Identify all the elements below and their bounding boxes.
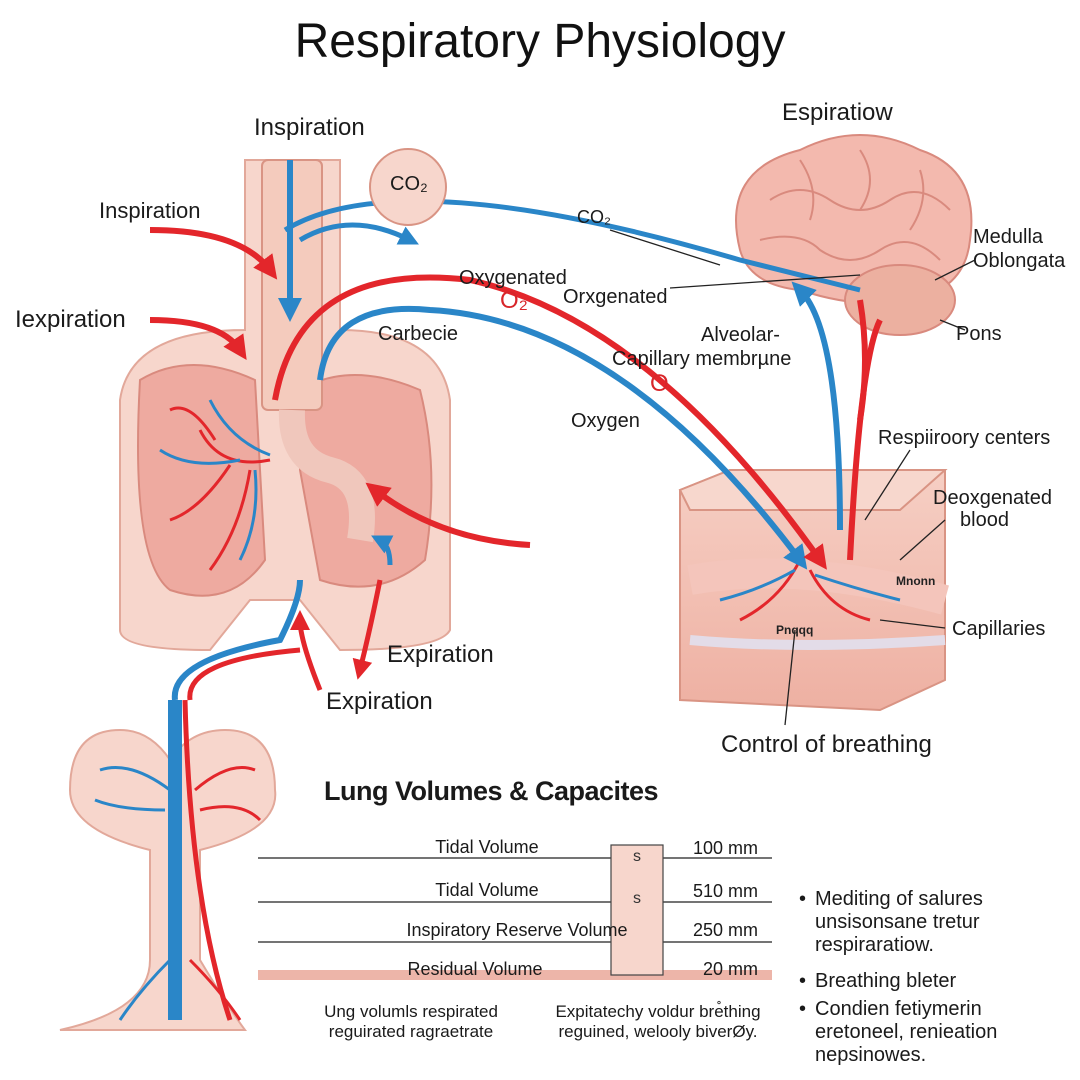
label-control-of-breathing: Control of breathing bbox=[721, 731, 932, 758]
label-oblongata: Oblongata bbox=[973, 250, 1066, 272]
bullet-dot: • bbox=[799, 970, 807, 992]
label-capillaries: Capillaries bbox=[952, 618, 1046, 640]
tissue-block-illustration bbox=[678, 469, 949, 712]
bullet-line: respiraratiow. bbox=[815, 934, 934, 956]
bullet-line: unsisonsane tretur bbox=[815, 911, 980, 933]
label-inspiration-top: Inspiration bbox=[254, 114, 365, 141]
bullet-line: nepsinowes. bbox=[815, 1044, 927, 1066]
label-co2-line: CO₂ bbox=[577, 207, 611, 227]
volume-row-value: 20 mm bbox=[702, 959, 758, 979]
label-alveolar: Alveolar- bbox=[701, 324, 780, 346]
volumes-note-right: Expitatechy voldur bre̊thing reguined, w… bbox=[528, 1002, 788, 1041]
label-oxygenated: Oxygenated bbox=[459, 267, 567, 289]
volume-row-label: Residual Volume bbox=[407, 959, 543, 979]
volume-row-label: Inspiratory Reserve Volume bbox=[406, 920, 628, 940]
volumes-note-left: Ung volumls respirated reguirated ragrae… bbox=[281, 1002, 541, 1041]
volume-row-marker: s bbox=[633, 890, 641, 907]
volume-row-marker: s bbox=[633, 848, 641, 865]
volume-row-value: 510 mm bbox=[692, 881, 758, 901]
label-blood: blood bbox=[960, 509, 1009, 531]
label-pons: Pons bbox=[956, 323, 1002, 345]
volume-row-label: Tidal Volume bbox=[435, 837, 539, 857]
note-line: Expitatechy voldur bre̊thing bbox=[555, 1002, 761, 1021]
pointer-lines bbox=[609, 229, 976, 726]
label-iexpiration-left: Iexpiration bbox=[15, 306, 126, 333]
bullet-line: Breathing bleter bbox=[815, 970, 957, 992]
label-oxygen: Oxygen bbox=[571, 410, 640, 432]
label-pnqqq: Pnqqq bbox=[776, 623, 814, 637]
lungs-illustration bbox=[119, 159, 451, 652]
label-carbecie: Carbecie bbox=[378, 323, 459, 345]
bullet-dot: • bbox=[799, 998, 807, 1020]
lung-volumes-bars bbox=[258, 844, 772, 980]
label-co2-circle: CO₂ bbox=[390, 173, 428, 195]
bullet-line: Condien fetiymerin bbox=[815, 998, 982, 1020]
page-title: Respiratory Physiology bbox=[294, 15, 786, 68]
note-line: reguirated ragraetrate bbox=[328, 1021, 494, 1041]
brain-illustration bbox=[735, 134, 973, 421]
bullet-line: eretoneel, renieation bbox=[815, 1021, 998, 1043]
volume-row-value: 250 mm bbox=[692, 920, 758, 940]
volumes-heading: Lung Volumes & Capacites bbox=[324, 776, 659, 806]
label-espiratiow: Espiratiow bbox=[782, 99, 893, 126]
bullet-item: • Condien fetiymerin eretoneel, renieati… bbox=[799, 998, 1075, 1067]
bullet-dot: • bbox=[799, 888, 807, 910]
flow-arrows bbox=[149, 160, 883, 701]
bullet-item: • Breathing bleter bbox=[799, 970, 1075, 993]
co2-bubble bbox=[369, 148, 447, 226]
label-inspiration-left: Inspiration bbox=[99, 198, 201, 223]
label-expiration-1: Expiration bbox=[387, 641, 494, 668]
label-respiratory-centers: Respiiroory centers bbox=[878, 427, 1051, 449]
bullet-line: Mediting of salures bbox=[815, 888, 983, 910]
bullet-item: • Mediting of salures unsisonsane tretur… bbox=[799, 888, 1075, 957]
label-mnon: Mnonn bbox=[896, 574, 936, 588]
note-line: Ung volumls respirated bbox=[324, 1002, 498, 1021]
label-deoxygenated: Deoxgenated bbox=[933, 487, 1052, 509]
label-o2-red: O₂ bbox=[500, 287, 528, 314]
lower-airway-illustration bbox=[59, 699, 277, 1031]
label-orxgenated: Orxgenated bbox=[563, 286, 668, 308]
label-capillary-membrane: Capillary membrµne bbox=[612, 348, 792, 370]
label-medulla: Medulla bbox=[973, 226, 1044, 248]
label-o-red: O bbox=[650, 370, 669, 397]
volume-row-label: Tidal Volume bbox=[435, 880, 539, 900]
volume-row-value: 100 mm bbox=[692, 838, 758, 858]
label-expiration-2: Expiration bbox=[326, 688, 433, 715]
note-line: reguined, welooly biverØy. bbox=[558, 1021, 758, 1041]
